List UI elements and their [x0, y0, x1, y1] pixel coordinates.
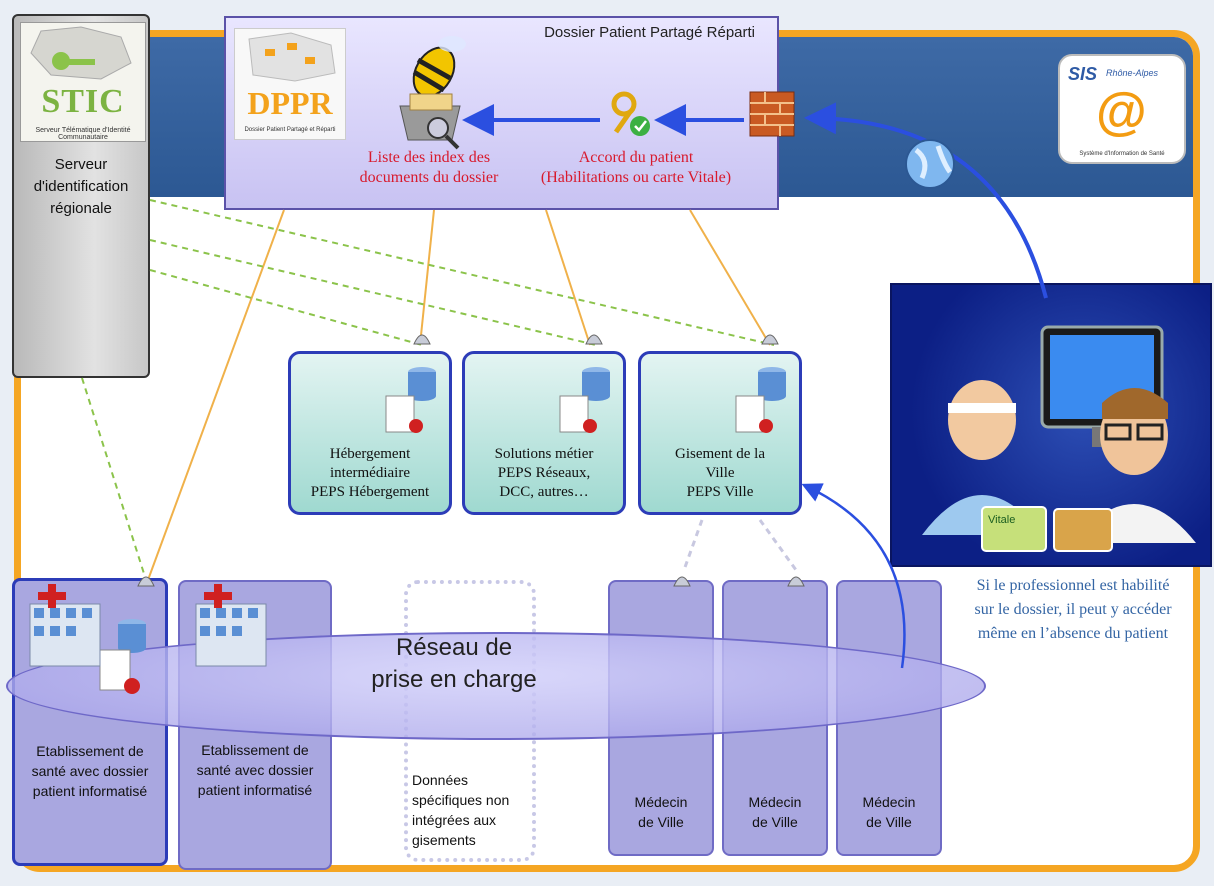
grey-dashed-links [682, 519, 798, 571]
bee-icon [412, 36, 466, 98]
sis-logo: SIS Rhône-Alpes @ Système d'Information … [1058, 54, 1186, 164]
doctor-patient-icon: Vitale [922, 325, 1196, 552]
hospital-label-2: Etablissement de santé avec dossier pati… [196, 742, 314, 798]
green-dashed-links [81, 199, 775, 581]
arrow-network-to-ville [801, 483, 906, 669]
map-icon [248, 32, 336, 82]
doctor-label-2: Médecin de Ville [748, 794, 802, 830]
unintegrated-data-label: Données spécifiques non intégrées aux gi… [412, 772, 510, 848]
peps-hebergement-label: Hébergement intermédiaire PEPS Hébergeme… [310, 446, 430, 500]
key-icon [611, 91, 650, 136]
professional-panel: Vitale [890, 283, 1212, 567]
dppr-logo: DPPR Dossier Patient Partagé et Réparti [234, 28, 346, 140]
hospital-label-1: Etablissement de santé avec dossier pati… [31, 743, 149, 799]
consent-caption: Accord du patient (Habilitations ou cart… [540, 149, 732, 186]
peps-reseaux-label: Solutions métier PEPS Réseaux, DCC, autr… [494, 446, 594, 500]
dppr-logo-subtitle: Dossier Patient Partagé et Réparti [244, 127, 336, 133]
stic-logo: STIC Serveur Télématique d'Identité Comm… [20, 22, 146, 142]
index-box-icon [399, 93, 461, 150]
stic-server: STIC Serveur Télématique d'Identité Comm… [12, 14, 150, 378]
dppr-logo-text: DPPR [247, 85, 333, 121]
arrow-professional-to-firewall [804, 102, 1048, 299]
blue-arrows [462, 102, 1048, 669]
firewall-icon [749, 91, 795, 137]
dppr-title: Dossier Patient Partagé Réparti [544, 24, 755, 41]
stic-logo-text: STIC [41, 83, 125, 120]
peps-ville-label: Gisement de la Ville PEPS Ville [675, 446, 765, 500]
at-icon: @ [1096, 83, 1147, 141]
document-icon [99, 395, 773, 694]
vitale-card-icon [981, 506, 1047, 552]
index-caption: Liste des index des documents du dossier [359, 149, 499, 186]
access-caption: Si le professionnel est habilité sur le … [974, 577, 1172, 642]
hospital-icon [29, 584, 267, 667]
database-icon [118, 367, 786, 653]
vitale-label: Vitale [988, 514, 1015, 526]
stic-logo-subtitle: Serveur Télématique d'Identité Communaut… [35, 127, 131, 141]
plug-icon [137, 334, 805, 587]
sis-logo-region: Rhône-Alpes [1106, 68, 1159, 78]
doctor-label-3: Médecin de Ville [862, 794, 916, 830]
orange-links [147, 209, 771, 581]
professional-card-icon [1053, 508, 1113, 552]
globe-icon [905, 139, 955, 189]
stic-label: Serveur d'identification régionale [33, 156, 129, 217]
map-icon [30, 26, 132, 80]
network-ellipse [6, 632, 986, 740]
doctor-label-1: Médecin de Ville [634, 794, 688, 830]
network-label: Réseau de prise en charge [371, 634, 537, 693]
dppr-box: Dossier Patient Partagé Réparti DPPR Dos… [224, 16, 779, 210]
sis-logo-subtitle: Système d'Information de Santé [1079, 151, 1165, 157]
sis-logo-text: SIS [1068, 64, 1098, 84]
